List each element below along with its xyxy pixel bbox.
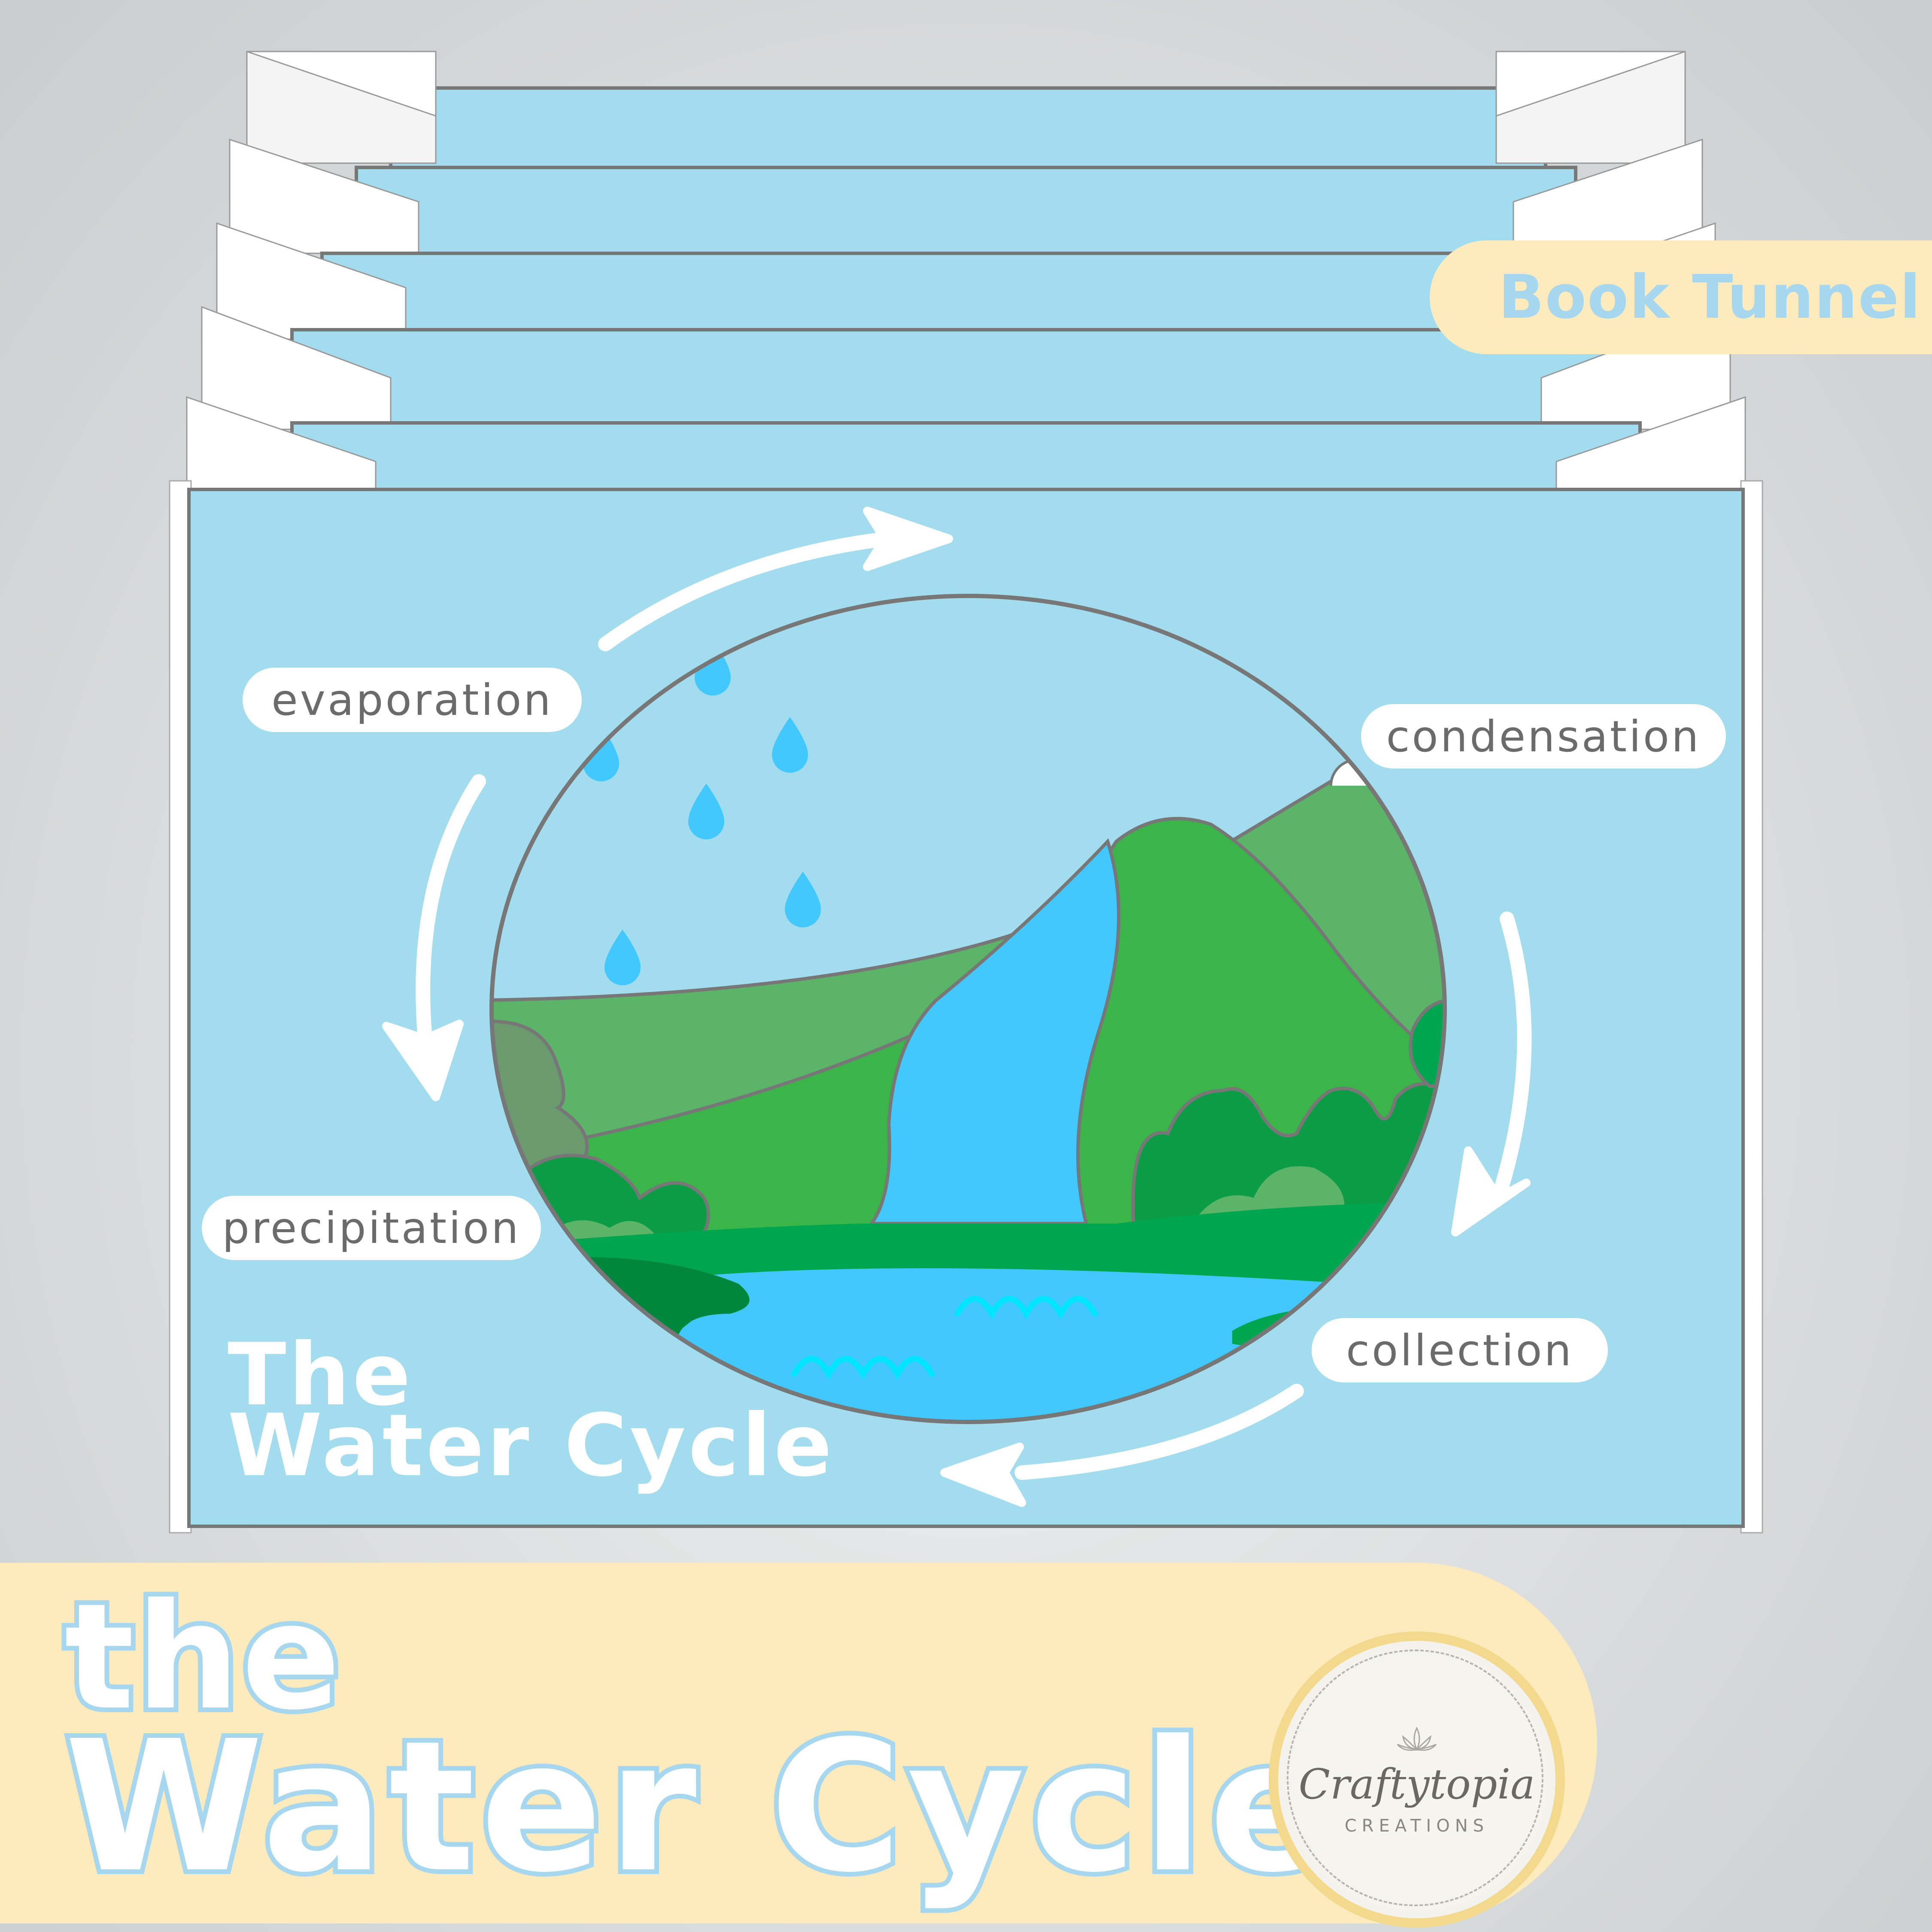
arrow-top (598, 529, 913, 651)
badge-label: Book Tunnel (1498, 262, 1921, 332)
precipitation-label: precipitation (202, 1196, 541, 1260)
front-title-line1: The (228, 1325, 413, 1425)
collection-label: collection (1312, 1318, 1608, 1382)
logo-name: Craftytopia (1298, 1760, 1535, 1808)
craftytopia-logo: Craftytopia CREATIONS (1269, 1631, 1565, 1928)
arrow-bottom (1015, 1384, 1304, 1480)
lotus-icon (1397, 1726, 1437, 1751)
condensation-label: condensation (1361, 704, 1726, 769)
book-tunnel-badge: Book Tunnel (1430, 240, 1932, 354)
front-title-line2: Water Cycle (228, 1396, 835, 1496)
evaporation-label: evaporation (243, 668, 582, 732)
arrow-right (1491, 911, 1532, 1205)
cycle-arrows (416, 529, 1532, 1480)
banner-title-line2: Water Cycle (60, 1702, 1337, 1912)
landscape-scene (492, 596, 1445, 1422)
banner-title-line1: the (60, 1572, 345, 1742)
arrow-left (416, 774, 486, 1046)
front-page-title: The Water Cycle (228, 1325, 835, 1496)
logo-subtitle: CREATIONS (1344, 1816, 1489, 1836)
